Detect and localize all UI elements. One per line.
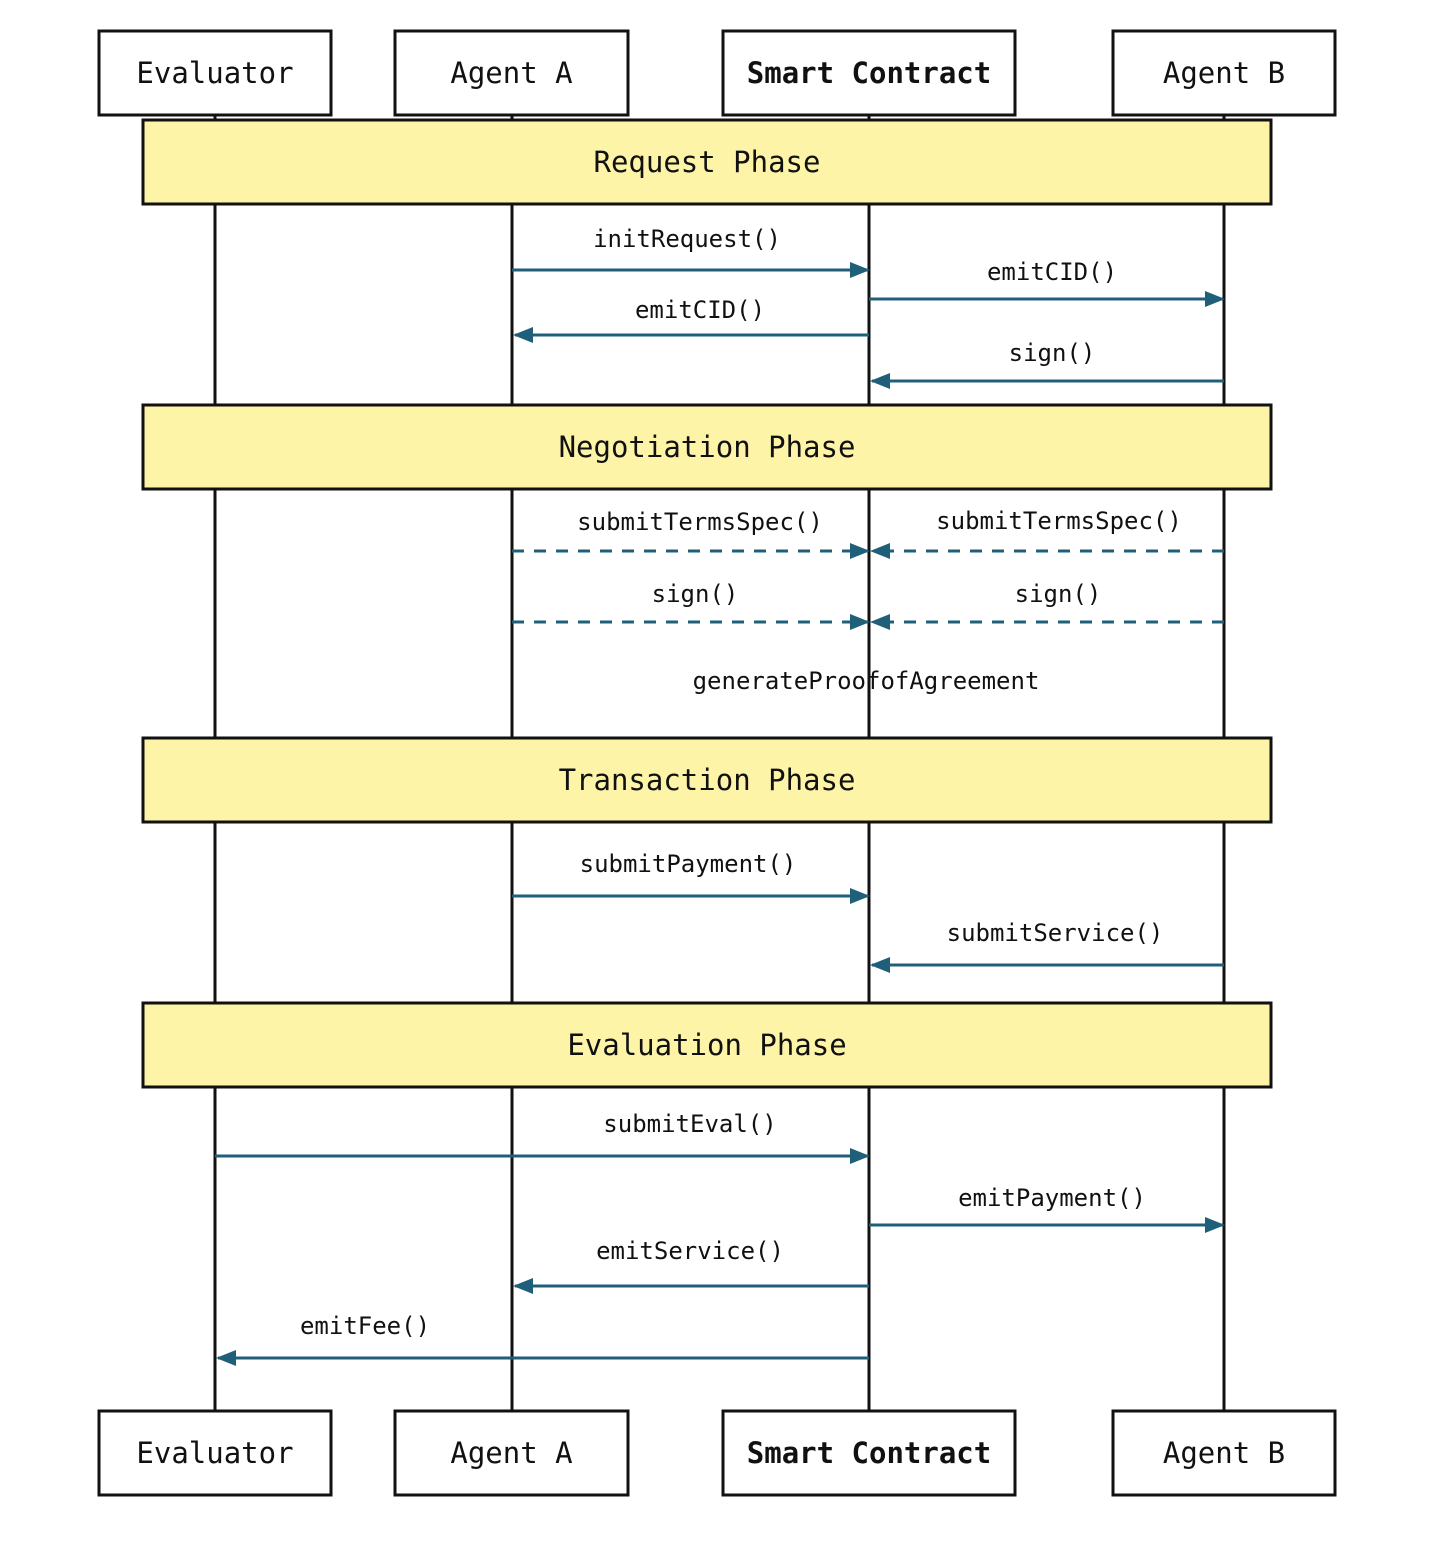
note-label: generateProofofAgreement	[693, 667, 1040, 695]
actor-label-smart-contract-top: Smart Contract	[747, 56, 991, 90]
negotiation-phase-label: Negotiation Phase	[559, 430, 856, 464]
actor-box-smart-contract-top	[721, 29, 1017, 117]
actor-label-agent-a-top: Agent A	[450, 56, 572, 90]
transaction-phase-band	[141, 736, 1273, 824]
message-label: sign()	[652, 580, 739, 608]
actor-box-agent-b-bottom	[1111, 1409, 1337, 1497]
message-label: emitPayment()	[958, 1184, 1146, 1212]
actor-box-evaluator-top	[97, 29, 333, 117]
transaction-phase-label: Transaction Phase	[559, 763, 856, 797]
actor-box-smart-contract-bottom	[721, 1409, 1017, 1497]
message-label: submitEval()	[603, 1110, 776, 1138]
actor-label-evaluator-top: Evaluator	[136, 56, 293, 90]
evaluation-phase-label: Evaluation Phase	[567, 1028, 846, 1062]
message-label: sign()	[1009, 339, 1096, 367]
actor-label-agent-b-top: Agent B	[1163, 56, 1285, 90]
negotiation-phase-band	[141, 403, 1273, 491]
actor-box-agent-a-top	[393, 29, 630, 117]
message-label: submitTermsSpec()	[577, 508, 823, 536]
request-phase-band	[141, 118, 1273, 206]
actor-label-agent-b-bottom: Agent B	[1163, 1436, 1285, 1470]
message-label: emitFee()	[300, 1312, 430, 1340]
actor-label-smart-contract-bottom: Smart Contract	[747, 1436, 991, 1470]
message-label: submitTermsSpec()	[936, 507, 1182, 535]
actor-box-agent-a-bottom	[393, 1409, 630, 1497]
message-label: emitCID()	[635, 296, 765, 324]
actor-box-agent-b-top	[1111, 29, 1337, 117]
actor-label-agent-a-bottom: Agent A	[450, 1436, 572, 1470]
request-phase-label: Request Phase	[594, 145, 821, 179]
actor-box-evaluator-bottom	[97, 1409, 333, 1497]
evaluation-phase-band	[141, 1001, 1273, 1089]
message-label: submitPayment()	[580, 850, 797, 878]
message-label: sign()	[1015, 580, 1102, 608]
message-label: emitService()	[596, 1237, 784, 1265]
message-label: emitCID()	[987, 258, 1117, 286]
message-label: initRequest()	[593, 225, 781, 253]
message-label: submitService()	[947, 919, 1164, 947]
actor-label-evaluator-bottom: Evaluator	[136, 1436, 293, 1470]
